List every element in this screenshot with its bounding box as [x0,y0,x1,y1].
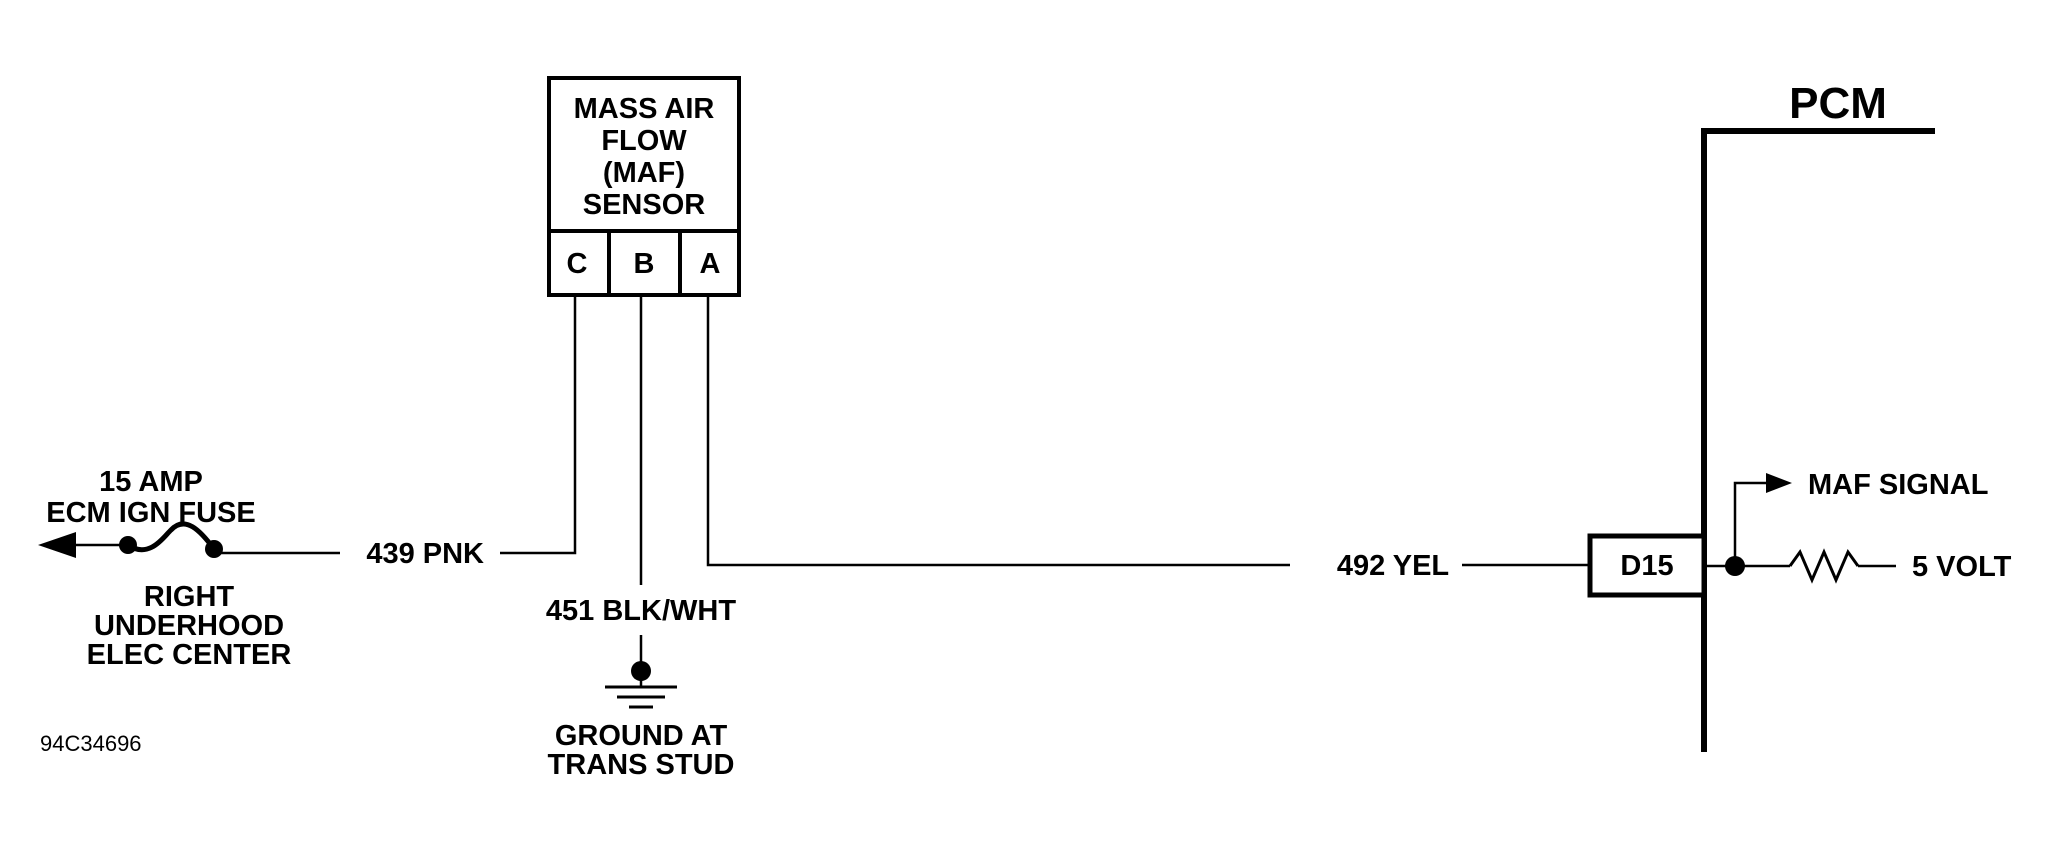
arrow-left-icon [38,532,76,558]
fuse-rating-label: 15 AMP [99,466,203,498]
pcm-boundary [1701,128,1935,752]
wire-439-pnk [500,295,577,555]
pin-c-label: C [567,248,588,280]
figure-id: 94C34696 [40,731,142,756]
maf-signal-branch [1733,481,1770,566]
fuse-name-label: ECM IGN FUSE [46,497,255,529]
fuse-location-line2: UNDERHOOD [94,610,284,642]
wire-451-blk-wht-label: 451 BLK/WHT [546,595,736,627]
wire-492-yel-label: 492 YEL [1337,550,1449,582]
pin-a-label: A [700,248,721,280]
pcm-module: PCM D15 MAF SIGNAL 5 VOLT [1587,79,2012,752]
maf-sensor-label-line4: SENSOR [583,189,706,221]
ground-location-line2: TRANS STUD [548,749,735,781]
ground-location-line1: GROUND AT [555,720,728,752]
wire-439-pnk-label: 439 PNK [366,538,484,570]
pin-b-label: B [634,248,655,280]
pcm-title: PCM [1789,79,1887,128]
maf-sensor: MASS AIR FLOW (MAF) SENSOR C B A [547,76,741,297]
fuse-location-line3: ELEC CENTER [87,639,292,671]
wire-492-yel-sensor-side [706,295,1290,567]
fuse-location-line1: RIGHT [144,581,235,613]
fuse-element-icon [126,521,217,553]
circuit-492-yel: 492 YEL [706,295,1590,582]
five-volt-label: 5 VOLT [1912,551,2012,583]
circuit-439-pnk: 439 PNK [212,295,577,570]
circuit-451-blk-wht: 451 BLK/WHT GROUND AT TRANS STUD [546,295,736,781]
ground-symbol-icon [605,685,677,709]
maf-sensor-label-line3: (MAF) [603,157,685,189]
maf-sensor-body [547,76,741,297]
pcm-terminal-d15-label: D15 [1620,550,1673,582]
maf-signal-label: MAF SIGNAL [1808,469,1988,501]
pull-up-resistor-icon [1788,548,1860,584]
arrow-right-icon [1766,473,1792,493]
maf-sensor-label-line1: MASS AIR [574,93,715,125]
ecm-ign-fuse: 15 AMP ECM IGN FUSE RIGHT UNDERHOOD ELEC… [38,466,291,671]
maf-sensor-label-line2: FLOW [601,125,687,157]
